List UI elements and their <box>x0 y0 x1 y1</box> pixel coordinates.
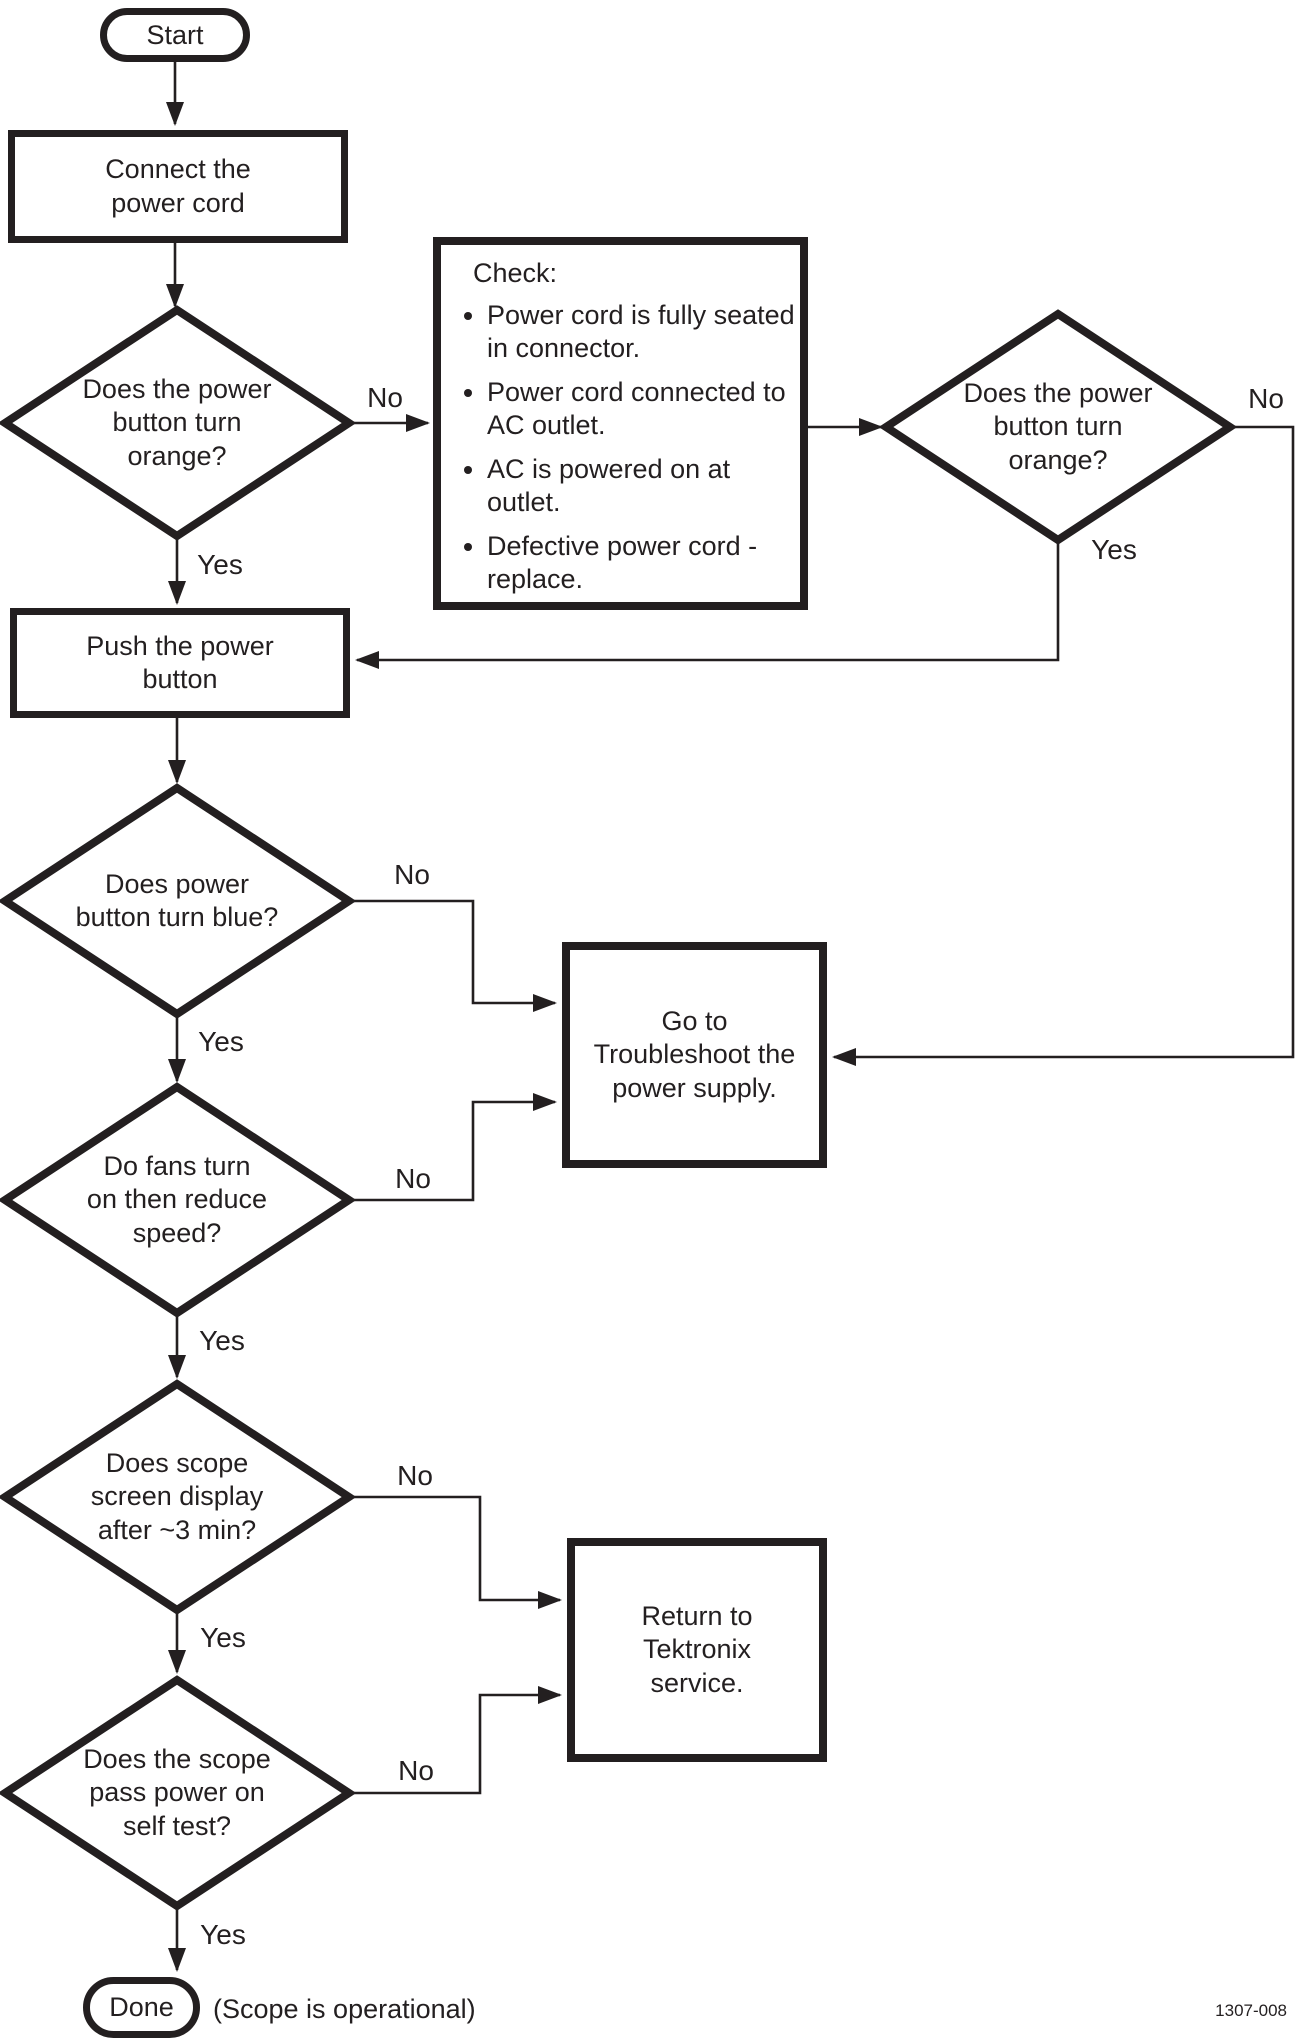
decision-power-orange-2-shape <box>878 309 1238 545</box>
edge-blue-no-to-troubleshoot <box>349 899 557 1012</box>
label-yes-screen-display: Yes <box>200 1622 246 1653</box>
label-yes-power-orange-2: Yes <box>1091 534 1137 565</box>
process-push-power-button: Push the power button <box>10 608 350 718</box>
label-no-screen-display: No <box>397 1460 433 1491</box>
terminator-done: Done <box>83 1977 200 2038</box>
check-list-item: Defective power cord - replace. <box>487 530 796 596</box>
edge-orange2-no-to-troubleshoot <box>832 425 1295 1066</box>
figure-number: 1307-008 <box>1215 2001 1287 2020</box>
label-no-self-test: No <box>398 1755 434 1786</box>
label-no-power-orange-2: No <box>1248 383 1284 414</box>
decision-power-orange-1-shape <box>0 305 357 541</box>
edge-selftest-no-to-return <box>349 1686 562 1795</box>
label-yes-fans: Yes <box>199 1325 245 1356</box>
label-yes-power-orange-1: Yes <box>197 549 243 580</box>
label-yes-power-blue: Yes <box>198 1026 244 1057</box>
label-no-fans: No <box>395 1163 431 1194</box>
decision-screen-display-shape <box>0 1379 357 1615</box>
label-no-power-blue: No <box>394 859 430 890</box>
check-list: Power cord is fully seated in connector.… <box>441 299 796 596</box>
check-list-item: Power cord is fully seated in connector. <box>487 299 796 365</box>
label-yes-self-test: Yes <box>200 1919 246 1950</box>
process-troubleshoot-power-supply: Go to Troubleshoot the power supply. <box>562 942 827 1168</box>
check-list-heading: Check: <box>473 258 558 288</box>
check-list-item: AC is powered on at outlet. <box>487 453 796 519</box>
process-connect-power-cord: Connect the power cord <box>8 130 348 243</box>
decision-fans-shape <box>0 1082 357 1318</box>
process-return-to-service: Return to Tektronix service. <box>567 1538 827 1762</box>
decision-power-blue-shape <box>0 783 357 1019</box>
decision-self-test-shape <box>0 1675 357 1911</box>
edge-orange2-yes-to-push <box>355 540 1060 669</box>
terminator-start: Start <box>100 8 250 62</box>
edge-screen-no-to-return <box>349 1495 562 1609</box>
check-list-item: Power cord connected to AC outlet. <box>487 376 796 442</box>
label-no-power-orange-1: No <box>367 382 403 413</box>
done-note: (Scope is operational) <box>213 1994 476 2024</box>
edge-fans-no-to-troubleshoot <box>349 1093 557 1202</box>
note-check-list: Check: Power cord is fully seated in con… <box>433 237 808 610</box>
